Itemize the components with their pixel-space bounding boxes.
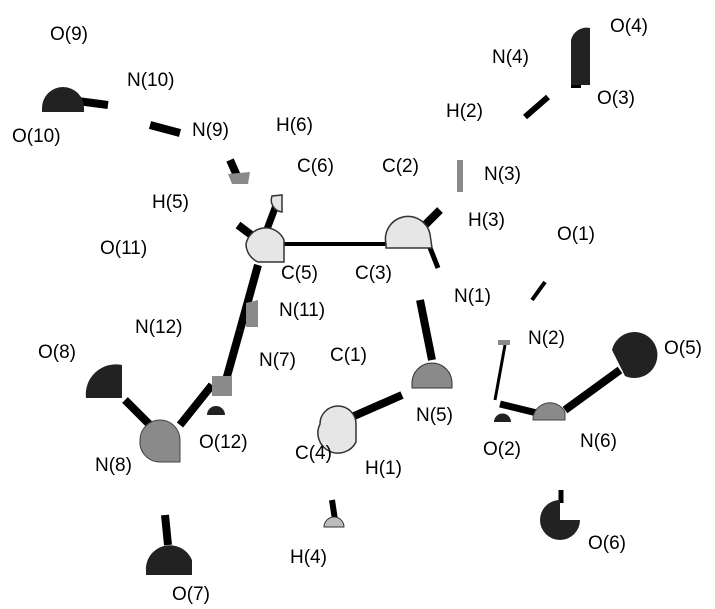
atom-n2 — [498, 340, 510, 345]
label-c1: C(1) — [330, 345, 367, 366]
label-o7: O(7) — [172, 584, 210, 605]
label-o12: O(12) — [199, 432, 248, 453]
bonds — [69, 50, 623, 546]
label-o5: O(5) — [664, 338, 702, 359]
label-n6: N(6) — [580, 431, 617, 452]
atom-o6 — [540, 500, 580, 540]
label-c6: C(6) — [297, 156, 334, 177]
atom-c6 — [270, 194, 283, 213]
label-h2: H(2) — [446, 101, 483, 122]
bond-n1-n5 — [416, 299, 436, 361]
atom-o5 — [612, 332, 658, 379]
atom-o2 — [494, 413, 511, 422]
atom-o12 — [207, 406, 225, 415]
label-o3: O(3) — [597, 88, 635, 109]
atom-n3 — [457, 160, 463, 192]
label-o2: O(2) — [483, 439, 521, 460]
label-n1: N(1) — [454, 286, 491, 307]
atom-h4 — [323, 516, 345, 528]
label-o9: O(9) — [50, 24, 88, 45]
label-h3: H(3) — [468, 210, 505, 231]
atom-c3 — [384, 215, 433, 249]
atom-n7 — [212, 376, 232, 396]
label-o8: O(8) — [38, 342, 76, 363]
label-h6: H(6) — [276, 115, 313, 136]
label-h4: H(4) — [290, 547, 327, 568]
label-n8: N(8) — [95, 455, 132, 476]
atom-o4 — [571, 27, 590, 85]
label-n11: N(11) — [279, 300, 325, 321]
label-o4: O(4) — [610, 16, 648, 37]
label-n7: N(7) — [259, 350, 296, 371]
bond-n11-n7 — [222, 328, 244, 382]
bond-n8-o8 — [122, 397, 153, 428]
label-n12: N(12) — [135, 317, 183, 338]
atom-o10 — [42, 87, 84, 112]
bond-n8-o7 — [161, 514, 172, 546]
atom-n8 — [139, 419, 181, 463]
bond-n2-n6 — [493, 344, 507, 401]
atom-c4 — [317, 405, 357, 454]
label-h1: H(1) — [365, 458, 402, 479]
label-c2: C(2) — [382, 156, 419, 177]
atom-n5 — [411, 362, 453, 389]
label-n5: N(5) — [416, 405, 453, 426]
bond-n4-o3 — [523, 94, 550, 120]
bond-c3-n3 — [422, 207, 443, 228]
label-n10: N(10) — [127, 70, 175, 91]
label-h5: H(5) — [152, 192, 189, 213]
bond-n9-n10 — [148, 121, 182, 137]
bond-n7-n8 — [176, 382, 216, 428]
label-o10: O(10) — [12, 126, 61, 147]
atom-c5 — [245, 227, 285, 263]
atom-n9 — [228, 172, 250, 184]
atom-o8 — [85, 364, 122, 398]
label-n9: N(9) — [192, 120, 229, 141]
label-c5: C(5) — [281, 263, 318, 284]
label-n3: N(3) — [484, 164, 521, 185]
atoms — [42, 27, 658, 575]
label-c3: C(3) — [355, 263, 392, 284]
label-n2: N(2) — [528, 328, 565, 349]
bond-c5-n11 — [236, 263, 262, 332]
label-o1: O(1) — [557, 224, 595, 245]
bond-n2-o1 — [530, 280, 547, 302]
atom-n11 — [246, 300, 258, 327]
atom-labels: O(9) N(10) O(10) N(9) H(6) C(6) H(5) O(1… — [12, 16, 702, 605]
label-o11: O(11) — [100, 238, 147, 259]
label-o6: O(6) — [588, 533, 626, 554]
bond-n6-o5 — [562, 366, 623, 414]
atom-o7 — [145, 545, 192, 575]
label-c4: C(4) — [295, 443, 332, 464]
atom-n6 — [532, 402, 566, 421]
label-n4: N(4) — [492, 47, 529, 68]
